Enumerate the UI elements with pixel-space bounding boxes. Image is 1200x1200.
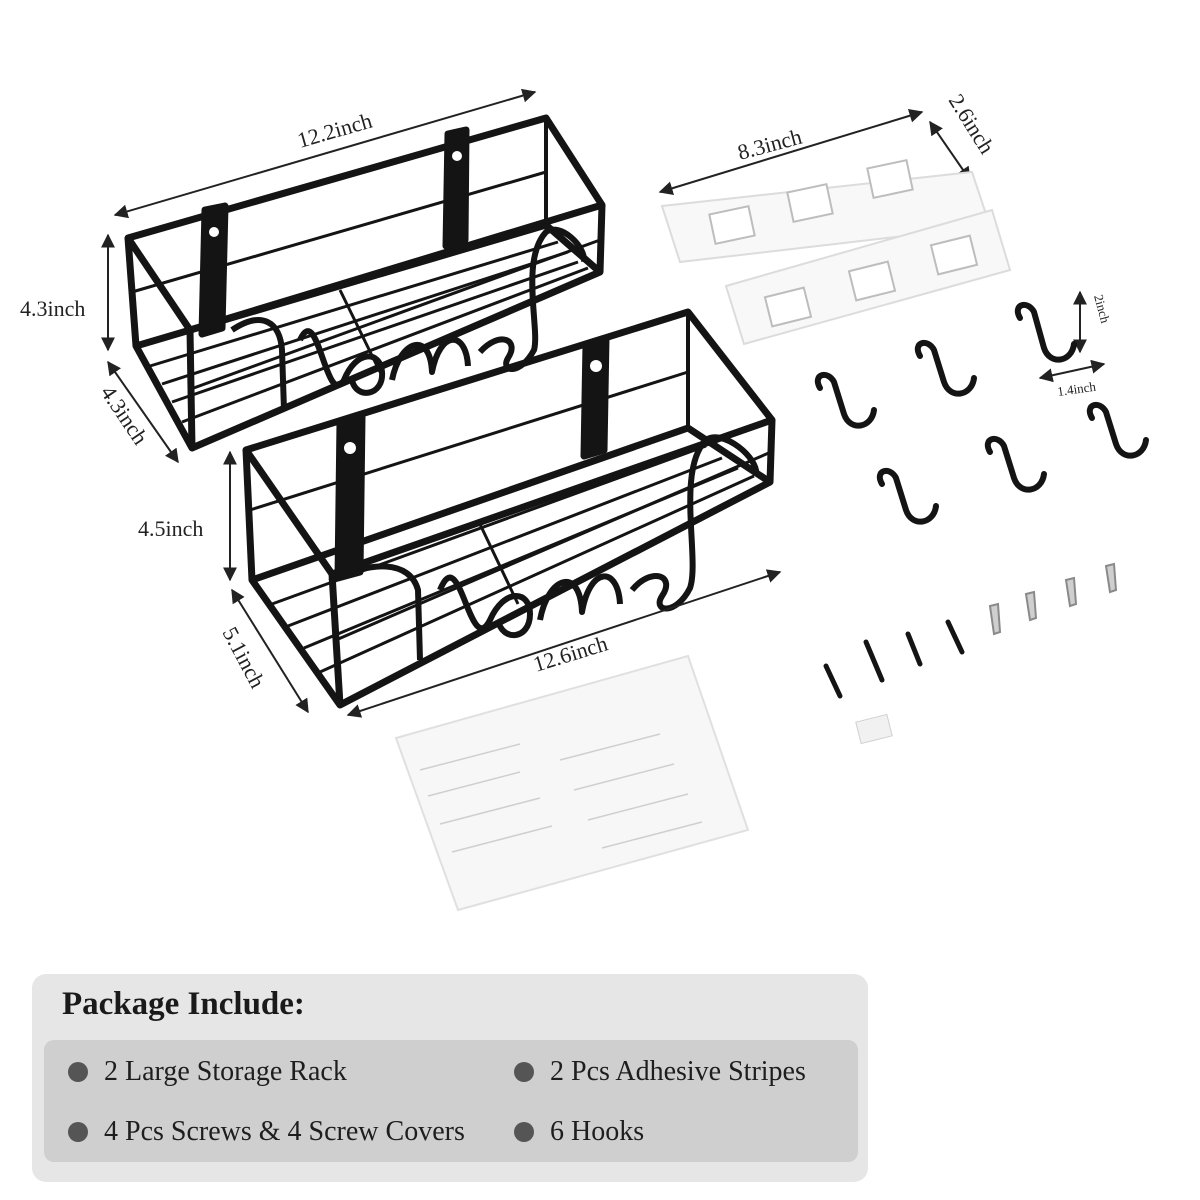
package-item-label: 2 Pcs Adhesive Stripes [550,1056,806,1087]
bullet-icon [68,1062,88,1082]
dim-rack2-depth: 5.1inch [218,623,271,692]
package-item-label: 2 Large Storage Rack [104,1056,347,1087]
package-panel: Package Include: 2 Large Storage Rack 2 … [32,974,868,1182]
dim-stripe-width: 2.6inch [944,89,1000,158]
dim-rack1-width: 12.2inch [294,108,374,153]
list-item: 2 Large Storage Rack [68,1056,347,1088]
dim-hook-height: 2inch [1091,293,1113,325]
bullet-icon [514,1062,534,1082]
adhesive-stripes [660,158,1012,346]
package-list: 2 Large Storage Rack 2 Pcs Adhesive Stri… [44,1040,858,1162]
package-title: Package Include: [62,986,305,1022]
dim-hook-width: 1.4inch [1056,379,1097,399]
storage-rack-1 [124,114,606,452]
product-illustration: 12.2inch 4.3inch 4.3inch 4.5inch 5.1inch… [20,88,1149,912]
bullet-icon [68,1122,88,1142]
bullet-icon [514,1122,534,1142]
screw-covers [988,562,1118,636]
screws [823,619,965,699]
hooks [814,301,1149,525]
instruction-manual [394,654,750,912]
list-item: 6 Hooks [514,1116,644,1148]
package-item-label: 4 Pcs Screws & 4 Screw Covers [104,1116,465,1147]
dim-rack1-height: 4.3inch [20,296,85,321]
package-item-label: 6 Hooks [550,1116,645,1147]
list-item: 4 Pcs Screws & 4 Screw Covers [68,1116,465,1148]
dim-rack2-width: 12.6inch [530,631,610,677]
adhesive-pad [855,713,893,745]
list-item: 2 Pcs Adhesive Stripes [514,1056,806,1088]
storage-rack-2 [242,308,776,709]
dim-rack2-height: 4.5inch [138,516,203,541]
